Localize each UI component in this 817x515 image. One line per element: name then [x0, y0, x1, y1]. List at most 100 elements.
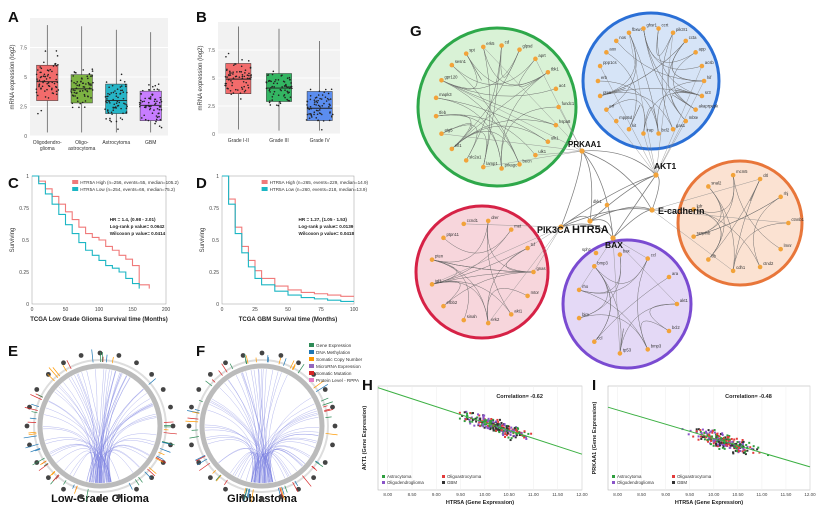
data-point	[37, 113, 39, 115]
gene-node	[439, 78, 444, 83]
data-point	[82, 90, 84, 92]
data-point	[310, 113, 312, 115]
data-point	[507, 432, 509, 434]
data-point	[158, 116, 160, 118]
data-point	[84, 106, 86, 108]
data-point	[716, 436, 718, 438]
gene-node	[700, 64, 705, 69]
data-point	[112, 85, 114, 87]
gene-node	[577, 316, 582, 321]
x-tick-label: 50	[285, 307, 291, 313]
hub-node	[653, 172, 658, 177]
data-point	[715, 443, 717, 445]
data-point	[724, 448, 726, 450]
data-point	[120, 90, 122, 92]
hub-label: AKT1	[654, 161, 676, 171]
gene-node	[439, 131, 444, 136]
data-point	[157, 88, 159, 90]
data-point	[90, 97, 92, 99]
data-point	[245, 90, 247, 92]
data-point	[284, 85, 286, 87]
data-point	[284, 89, 286, 91]
data-point	[141, 117, 143, 119]
data-point	[155, 98, 157, 100]
data-point	[158, 89, 160, 91]
data-point	[737, 441, 739, 443]
data-point	[56, 65, 58, 67]
data-point	[85, 100, 87, 102]
x-tick-label: 8.50	[637, 492, 646, 497]
data-point	[43, 62, 45, 64]
gene-node	[758, 177, 763, 182]
gene-node	[786, 221, 791, 226]
data-point	[718, 441, 720, 443]
data-point	[240, 92, 242, 94]
data-point	[329, 120, 331, 122]
data-point	[272, 96, 274, 98]
x-tick-label: 12.00	[804, 492, 816, 497]
data-point	[488, 427, 490, 429]
data-point	[318, 120, 320, 122]
data-point	[71, 80, 73, 82]
gene-label: dkk1	[593, 199, 603, 204]
gene-node	[614, 39, 619, 44]
data-point	[315, 104, 317, 106]
data-point	[116, 95, 118, 97]
data-point	[268, 80, 270, 82]
x-tick-label: 10.00	[708, 492, 720, 497]
data-point	[149, 97, 151, 99]
data-point	[36, 88, 38, 90]
chromosome-marker	[278, 353, 283, 358]
data-point	[142, 101, 144, 103]
data-point	[82, 82, 84, 84]
data-point	[117, 97, 119, 99]
data-point	[316, 110, 318, 112]
data-point	[53, 93, 55, 95]
data-point	[731, 438, 733, 440]
circos-track-spike	[302, 476, 311, 487]
chromosome-marker	[134, 487, 139, 492]
data-point	[328, 106, 330, 108]
x-tick-label: 10.50	[732, 492, 744, 497]
data-point	[152, 112, 154, 114]
data-point	[269, 100, 271, 102]
data-point	[250, 74, 252, 76]
data-point	[279, 101, 281, 103]
data-point	[718, 448, 720, 450]
data-point	[530, 433, 532, 435]
chromosome-marker	[330, 405, 335, 410]
data-point	[756, 448, 758, 450]
data-point	[56, 50, 58, 52]
gene-node	[461, 222, 466, 227]
data-point	[273, 71, 275, 73]
data-point	[155, 103, 157, 105]
data-point	[122, 119, 124, 121]
data-point	[125, 84, 127, 86]
chromosome-marker	[34, 387, 39, 392]
data-point	[727, 439, 729, 441]
data-point	[123, 98, 125, 100]
legend-swatch	[309, 371, 314, 375]
x-tick-label: 100	[95, 307, 104, 313]
data-point	[287, 91, 289, 93]
data-point	[158, 83, 160, 85]
data-point	[318, 94, 320, 96]
gene-label: akaprpepk	[699, 104, 719, 109]
gene-node	[577, 288, 582, 293]
legend-swatch	[262, 187, 268, 191]
data-point	[39, 79, 41, 81]
x-tick-label: 0	[31, 307, 34, 313]
data-point	[313, 111, 315, 113]
chromosome-marker	[260, 351, 265, 356]
legend-label: HTR5A Low (n=260, events=218, median=13.…	[270, 187, 368, 192]
y-tick-label: 7.5	[208, 48, 215, 54]
gene-node	[464, 51, 469, 56]
circos-track-spike	[147, 469, 155, 476]
data-point	[242, 88, 244, 90]
legend-label: Oligoastrocytoma	[447, 474, 482, 479]
data-point	[108, 86, 110, 88]
x-tick-label: 8.00	[383, 492, 392, 497]
gene-label: spt	[469, 48, 475, 53]
data-point	[710, 440, 712, 442]
